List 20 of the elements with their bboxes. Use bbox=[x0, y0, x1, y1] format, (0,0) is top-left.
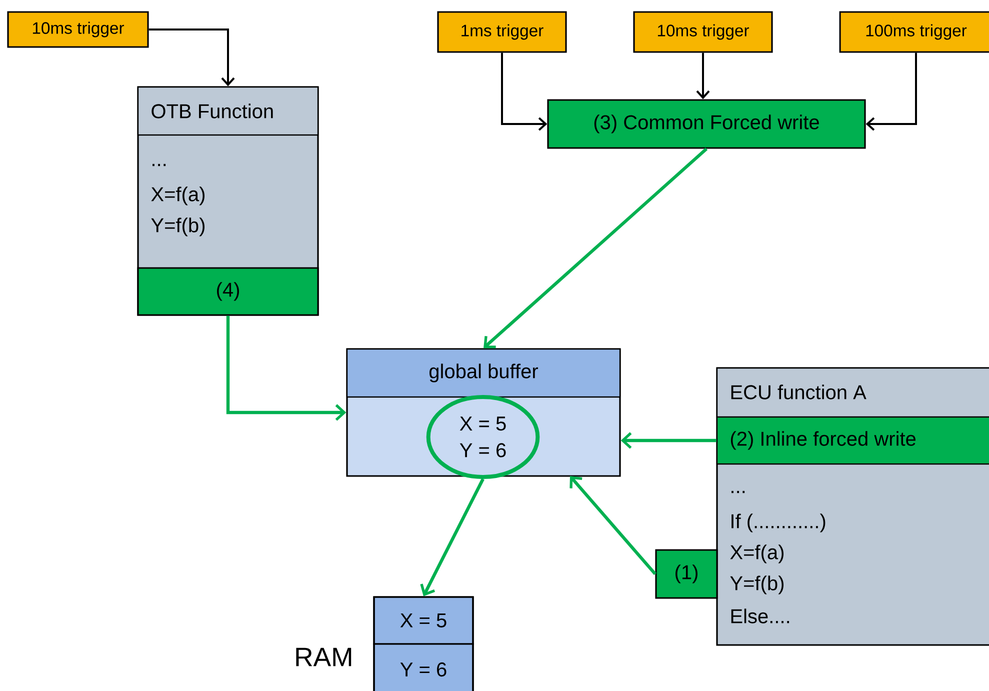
arrow bbox=[501, 52, 548, 131]
arrow bbox=[696, 52, 710, 100]
arrow bbox=[226, 316, 346, 421]
trigger-box: 100ms trigger bbox=[839, 11, 989, 53]
arrow bbox=[620, 432, 716, 449]
node-label: RAM bbox=[296, 648, 352, 666]
memory-cell: X = 5 bbox=[373, 596, 474, 645]
arrow bbox=[148, 28, 235, 86]
memory-cell: Y = 6 bbox=[373, 643, 474, 691]
arrow bbox=[484, 148, 708, 348]
trigger-box: 1ms trigger bbox=[437, 11, 567, 53]
trigger-box: 10ms trigger bbox=[633, 11, 773, 53]
step-box: (2) Inline forced write bbox=[716, 416, 989, 465]
arrow bbox=[570, 476, 656, 576]
arrow bbox=[866, 52, 917, 131]
step-box: (1) bbox=[655, 549, 718, 599]
step-box: (3) Common Forced write bbox=[547, 99, 866, 149]
arrow bbox=[420, 478, 484, 596]
step-box: (4) bbox=[137, 267, 319, 316]
trigger-box: 10ms trigger bbox=[7, 11, 149, 48]
